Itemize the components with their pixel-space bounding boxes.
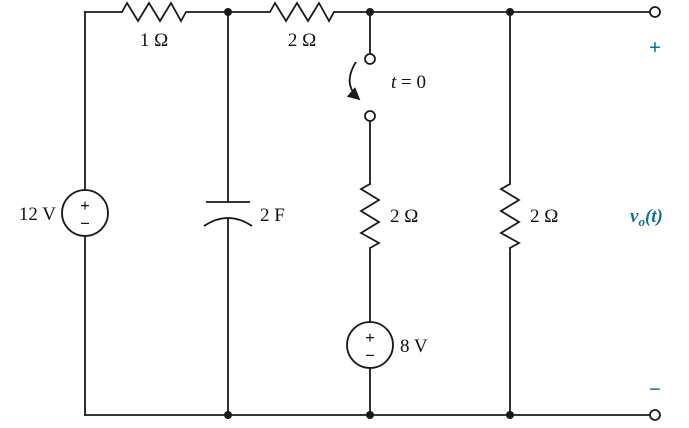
resistor-2ohm-mid-label: 2 Ω bbox=[390, 206, 418, 227]
output-polarity-plus: + bbox=[649, 35, 661, 59]
resistor-2ohm-top-zigzag bbox=[269, 1, 335, 23]
voltage-source-8v-label: 8 V bbox=[400, 336, 428, 357]
output-voltage-args: (t) bbox=[645, 206, 663, 227]
output-voltage-sub: o bbox=[638, 214, 645, 229]
resistor-2ohm-right-label: 2 Ω bbox=[530, 206, 558, 227]
node-dot bbox=[366, 411, 374, 419]
node-dot bbox=[506, 411, 514, 419]
resistor-2ohm-right-zigzag bbox=[499, 183, 521, 249]
output-port: + − vo(t) bbox=[630, 6, 663, 421]
voltage-source-12v-minus: − bbox=[80, 214, 90, 233]
voltage-source-8v-circle bbox=[346, 321, 394, 369]
voltage-source-8v-plus: + bbox=[365, 328, 375, 347]
resistor-1ohm-zigzag bbox=[121, 1, 187, 23]
capacitor-2f: 2 F bbox=[203, 201, 285, 227]
output-voltage-v: v bbox=[630, 206, 639, 227]
resistor-2ohm-top-label: 2 Ω bbox=[288, 30, 316, 51]
resistor-2ohm-top: 2 Ω bbox=[269, 1, 335, 51]
output-polarity-minus: − bbox=[649, 377, 661, 401]
resistor-1ohm: 1 Ω bbox=[121, 1, 187, 51]
output-terminal-top bbox=[649, 6, 661, 18]
capacitor-2f-bottom-plate bbox=[203, 217, 253, 227]
voltage-source-12v-plus: + bbox=[80, 196, 90, 215]
voltage-source-12v-circle bbox=[61, 189, 109, 237]
switch-time-eq: = 0 bbox=[396, 72, 426, 93]
node-dot bbox=[366, 8, 374, 16]
switch-action-arrow bbox=[346, 61, 361, 101]
node-dots bbox=[224, 8, 514, 419]
switch-contact-top bbox=[364, 53, 376, 65]
voltage-source-8v-minus: − bbox=[365, 346, 375, 365]
output-terminal-bottom bbox=[649, 409, 661, 421]
switch-time-label: t = 0 bbox=[391, 72, 426, 93]
node-dot bbox=[506, 8, 514, 16]
voltage-source-12v-label: 12 V bbox=[19, 204, 56, 225]
switch-t0: t = 0 bbox=[346, 53, 426, 122]
resistor-2ohm-mid-zigzag bbox=[359, 183, 381, 249]
resistor-1ohm-label: 1 Ω bbox=[140, 30, 168, 51]
output-voltage-label: vo(t) bbox=[630, 206, 663, 229]
switch-contact-bottom bbox=[364, 110, 376, 122]
resistor-2ohm-mid: 2 Ω bbox=[359, 183, 418, 249]
switch-time-var: t bbox=[391, 72, 397, 93]
voltage-source-12v: + − 12 V bbox=[19, 189, 109, 237]
node-dot bbox=[224, 8, 232, 16]
wires bbox=[84, 11, 651, 416]
voltage-source-8v: + − 8 V bbox=[346, 321, 428, 369]
capacitor-2f-label: 2 F bbox=[260, 205, 285, 226]
node-dot bbox=[224, 411, 232, 419]
resistor-2ohm-right: 2 Ω bbox=[499, 183, 558, 249]
